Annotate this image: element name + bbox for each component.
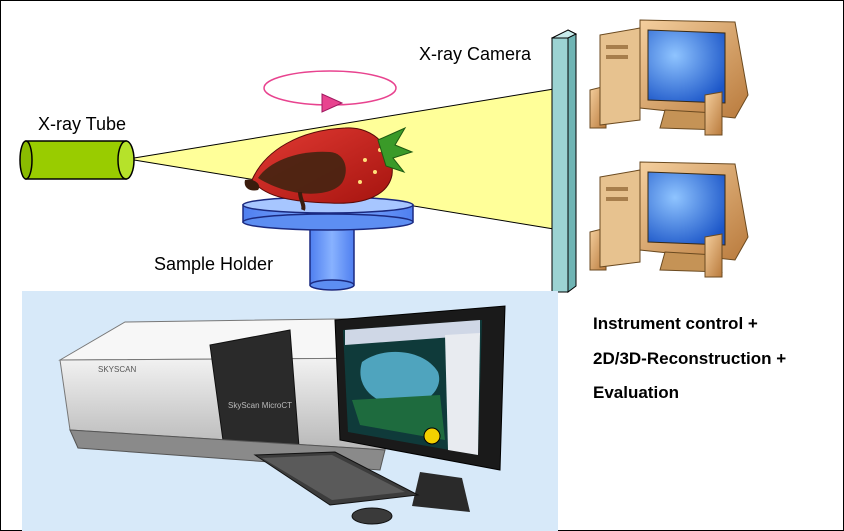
x-ray-camera: [550, 29, 578, 293]
computer-workstation-icon: [589, 19, 749, 136]
scanner-side-brand: SKYSCAN: [98, 365, 136, 374]
photo-monitor: [334, 305, 506, 512]
sample-holder: [242, 196, 414, 291]
strawberry-icon: [244, 126, 414, 211]
description-line-3: Evaluation: [593, 383, 679, 402]
radiation-icon: [423, 427, 441, 445]
rotation-arrow-icon: [263, 70, 397, 113]
keyboard: [253, 451, 420, 506]
description-line-2: 2D/3D-Reconstruction +: [593, 349, 787, 368]
scanner-front-brand: SkyScan MicroCT: [228, 401, 292, 410]
description-line-1: Instrument control +: [593, 314, 758, 333]
microct-scanner-icon: SKYSCAN SkyScan MicroCT: [58, 317, 406, 471]
x-ray-camera-label: X-ray Camera: [419, 44, 532, 64]
x-ray-tube-label: X-ray Tube: [38, 114, 127, 134]
mouse: [351, 507, 393, 525]
computer-workstation-icon: [589, 161, 749, 278]
sample-holder-label: Sample Holder: [154, 254, 274, 274]
x-ray-tube-icon: [19, 140, 135, 180]
